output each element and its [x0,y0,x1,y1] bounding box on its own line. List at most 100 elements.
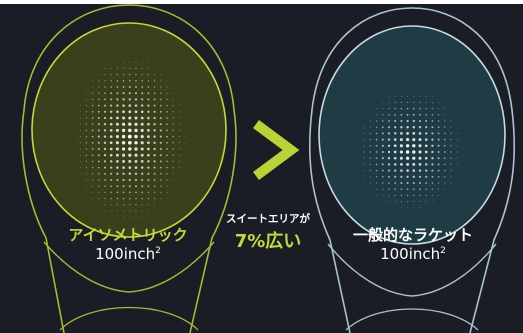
sweet-spot-dot [363,157,365,159]
sweet-spot-dot [394,107,396,110]
sweet-spot-dot [85,105,87,107]
sweet-spot-dot [122,153,126,157]
sweet-spot-dot [121,128,126,133]
sweet-spot-dot [153,86,156,88]
sweet-spot-dot [375,176,378,178]
sweet-spot-dot [388,126,390,129]
sweet-spot-dot [437,150,440,154]
sweet-spot-dot [147,135,150,139]
sweet-spot-dot [104,172,106,175]
sweet-spot-dot [172,154,174,156]
sweet-spot-dot [121,134,126,139]
sweet-spot-dot [103,147,107,151]
sweet-spot-dot [172,148,174,150]
sweet-spot-dot [382,182,384,184]
sweet-spot-dot [127,134,132,139]
sweet-spot-dot [97,104,100,107]
sweet-spot-dot [128,185,131,188]
sweet-spot-dot [92,198,93,199]
sweet-spot-dot [110,67,112,69]
sweet-spot-dot [97,141,100,144]
sweet-spot-dot [388,201,390,203]
sweet-spot-dot [394,120,397,122]
sweet-spot-dot [153,129,156,132]
sweet-spot-dot [110,210,112,212]
sweet-spot-dot [110,92,113,95]
sweet-spot-dot [166,111,168,113]
sweet-spot-dot [369,176,371,178]
sweet-spot-dot [98,204,100,206]
sweet-spot-dot [431,101,433,103]
sweet-spot-dot [413,107,415,110]
sweet-spot-dot [393,156,397,160]
sweet-spot-dot [400,113,403,116]
sweet-spot-dot [140,116,144,120]
sweet-spot-dot [134,128,138,133]
sweet-spot-dot [394,169,397,172]
sweet-spot-dot [431,144,434,147]
sweet-spot-dot [172,117,174,119]
sweet-spot-dot [172,160,174,163]
sweet-spot-dot [103,110,107,113]
sweet-spot-dot [443,144,446,147]
sweet-spot-dot [79,129,81,131]
sweet-spot-dot [135,197,137,200]
sweet-spot-dot [141,204,143,206]
sweet-spot-dot [109,147,113,151]
sweet-spot-dot [140,135,144,139]
sweet-spot-dot [159,172,162,175]
sweet-spot-dot [166,135,168,138]
sweet-spot-dot [135,79,137,82]
sweet-spot-dot [141,92,144,95]
sweet-spot-dot [381,157,384,160]
sweet-spot-dot [116,86,119,88]
sweet-spot-dot [134,153,138,157]
sweet-spot-dot [178,167,180,169]
sweet-spot-dot [431,107,434,110]
sweet-spot-dot [147,129,150,132]
sweet-spot-dot [431,163,434,166]
sweet-spot-dot [432,95,433,97]
sweet-spot-dot [418,126,422,129]
sweet-spot-dot [140,153,144,157]
sweet-spot-dot [166,166,168,169]
sweet-spot-dot [393,138,397,141]
sweet-spot-dot [97,135,100,138]
sweet-spot-dot [400,182,403,184]
sweet-spot-dot [128,128,132,133]
sweet-spot-dot [79,173,81,175]
sweet-spot-dot [425,169,428,172]
sweet-spot-dot [166,104,168,107]
sweet-spot-dot [387,169,391,172]
sweet-spot-dot [97,147,100,151]
sweet-spot-dot [431,132,434,135]
sweet-spot-dot [450,176,452,178]
sweet-spot-dot [394,188,396,190]
sweet-spot-dot [98,179,100,181]
sweet-spot-dot [159,123,162,126]
sweet-spot-dot [141,197,143,200]
sweet-spot-dot [116,191,119,194]
sweet-spot-dot [388,120,390,122]
sweet-spot-dot [128,147,132,151]
sweet-spot-dot [369,157,372,159]
sweet-spot-dot [97,117,100,119]
sweet-spot-dot [104,98,106,101]
sweet-spot-dot [363,151,365,153]
sweet-spot-dot [159,110,162,113]
sweet-spot-dot [406,175,409,178]
sweet-spot-dot [179,173,180,175]
sweet-spot-dot [450,138,452,141]
sweet-spot-dot [116,166,119,169]
sweet-spot-dot [406,119,409,123]
sweet-spot-dot [104,185,106,187]
sweet-spot-dot [387,163,391,166]
sweet-spot-dot [412,113,415,116]
sweet-spot-dot [85,123,88,125]
sweet-spot-dot [444,108,446,110]
sweet-spot-dot [116,61,118,63]
sweet-spot-dot [369,163,372,166]
sweet-spot-dot [444,132,446,135]
sweet-spot-dot [456,145,458,147]
sweet-spot-dot [135,86,137,88]
